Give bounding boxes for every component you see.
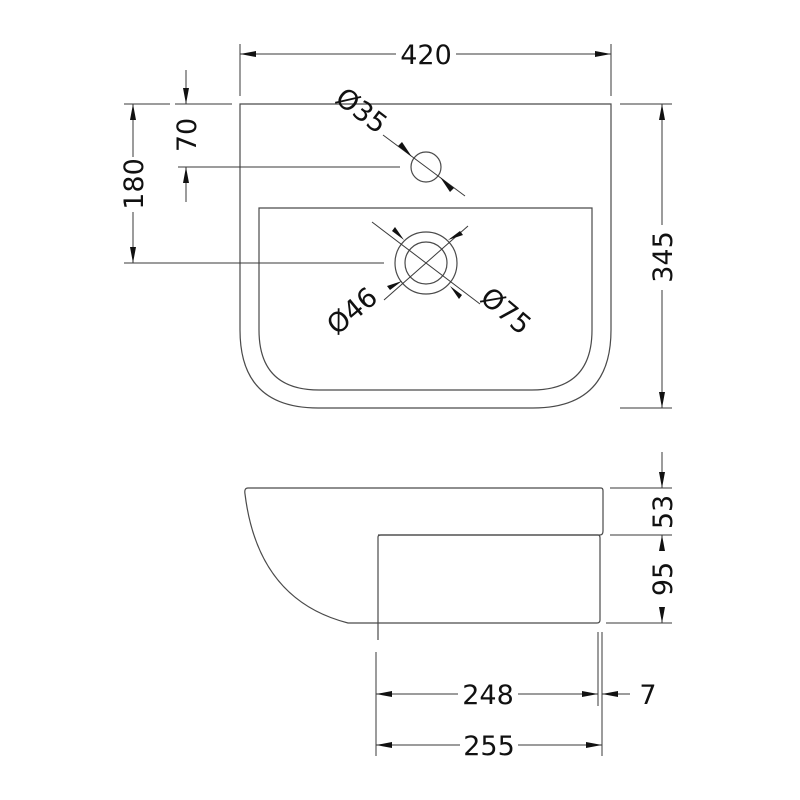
dimension-projection-248: 248 — [376, 680, 598, 711]
dimension-tap-offset-70: 70 — [172, 70, 400, 202]
basin-bowl-outline — [258, 207, 593, 391]
projection-248-label: 248 — [462, 680, 514, 711]
dimension-bowl-height-95: 95 — [606, 535, 679, 624]
side-view: 53 95 248 7 — [244, 452, 679, 762]
waste-inner-diameter-label: Ø46 — [321, 282, 384, 341]
bowl-height-label: 95 — [648, 562, 679, 596]
waste-offset-label: 180 — [119, 158, 150, 210]
waste-outer-diameter-label: Ø75 — [474, 282, 537, 341]
dimension-projection-255: 255 — [376, 731, 602, 762]
tap-hole — [410, 151, 442, 183]
tap-diameter-label: Ø35 — [330, 82, 393, 140]
dimension-width-420: 420 — [239, 40, 612, 96]
basin-outer-outline — [239, 103, 612, 409]
gap-label: 7 — [639, 680, 656, 711]
waste-outer-circle — [394, 231, 458, 295]
top-view: 420 345 70 — [119, 40, 679, 409]
rim-height-label: 53 — [648, 495, 679, 529]
dimension-waste-offset-180: 180 — [119, 103, 384, 264]
waste-inner-circle — [404, 241, 448, 285]
dimension-rim-height-53: 53 — [610, 452, 679, 536]
tap-offset-label: 70 — [172, 118, 203, 152]
depth-label: 345 — [648, 231, 679, 283]
dimension-tap-diameter: Ø35 — [330, 82, 466, 197]
basin-bowl-profile — [244, 487, 378, 624]
dimension-depth-345: 345 — [620, 103, 679, 409]
width-label: 420 — [400, 40, 452, 71]
basin-rim-profile — [248, 487, 604, 536]
projection-255-label: 255 — [463, 731, 515, 762]
basin-bowl-block — [377, 534, 601, 624]
dimension-gap-7: 7 — [602, 680, 657, 711]
